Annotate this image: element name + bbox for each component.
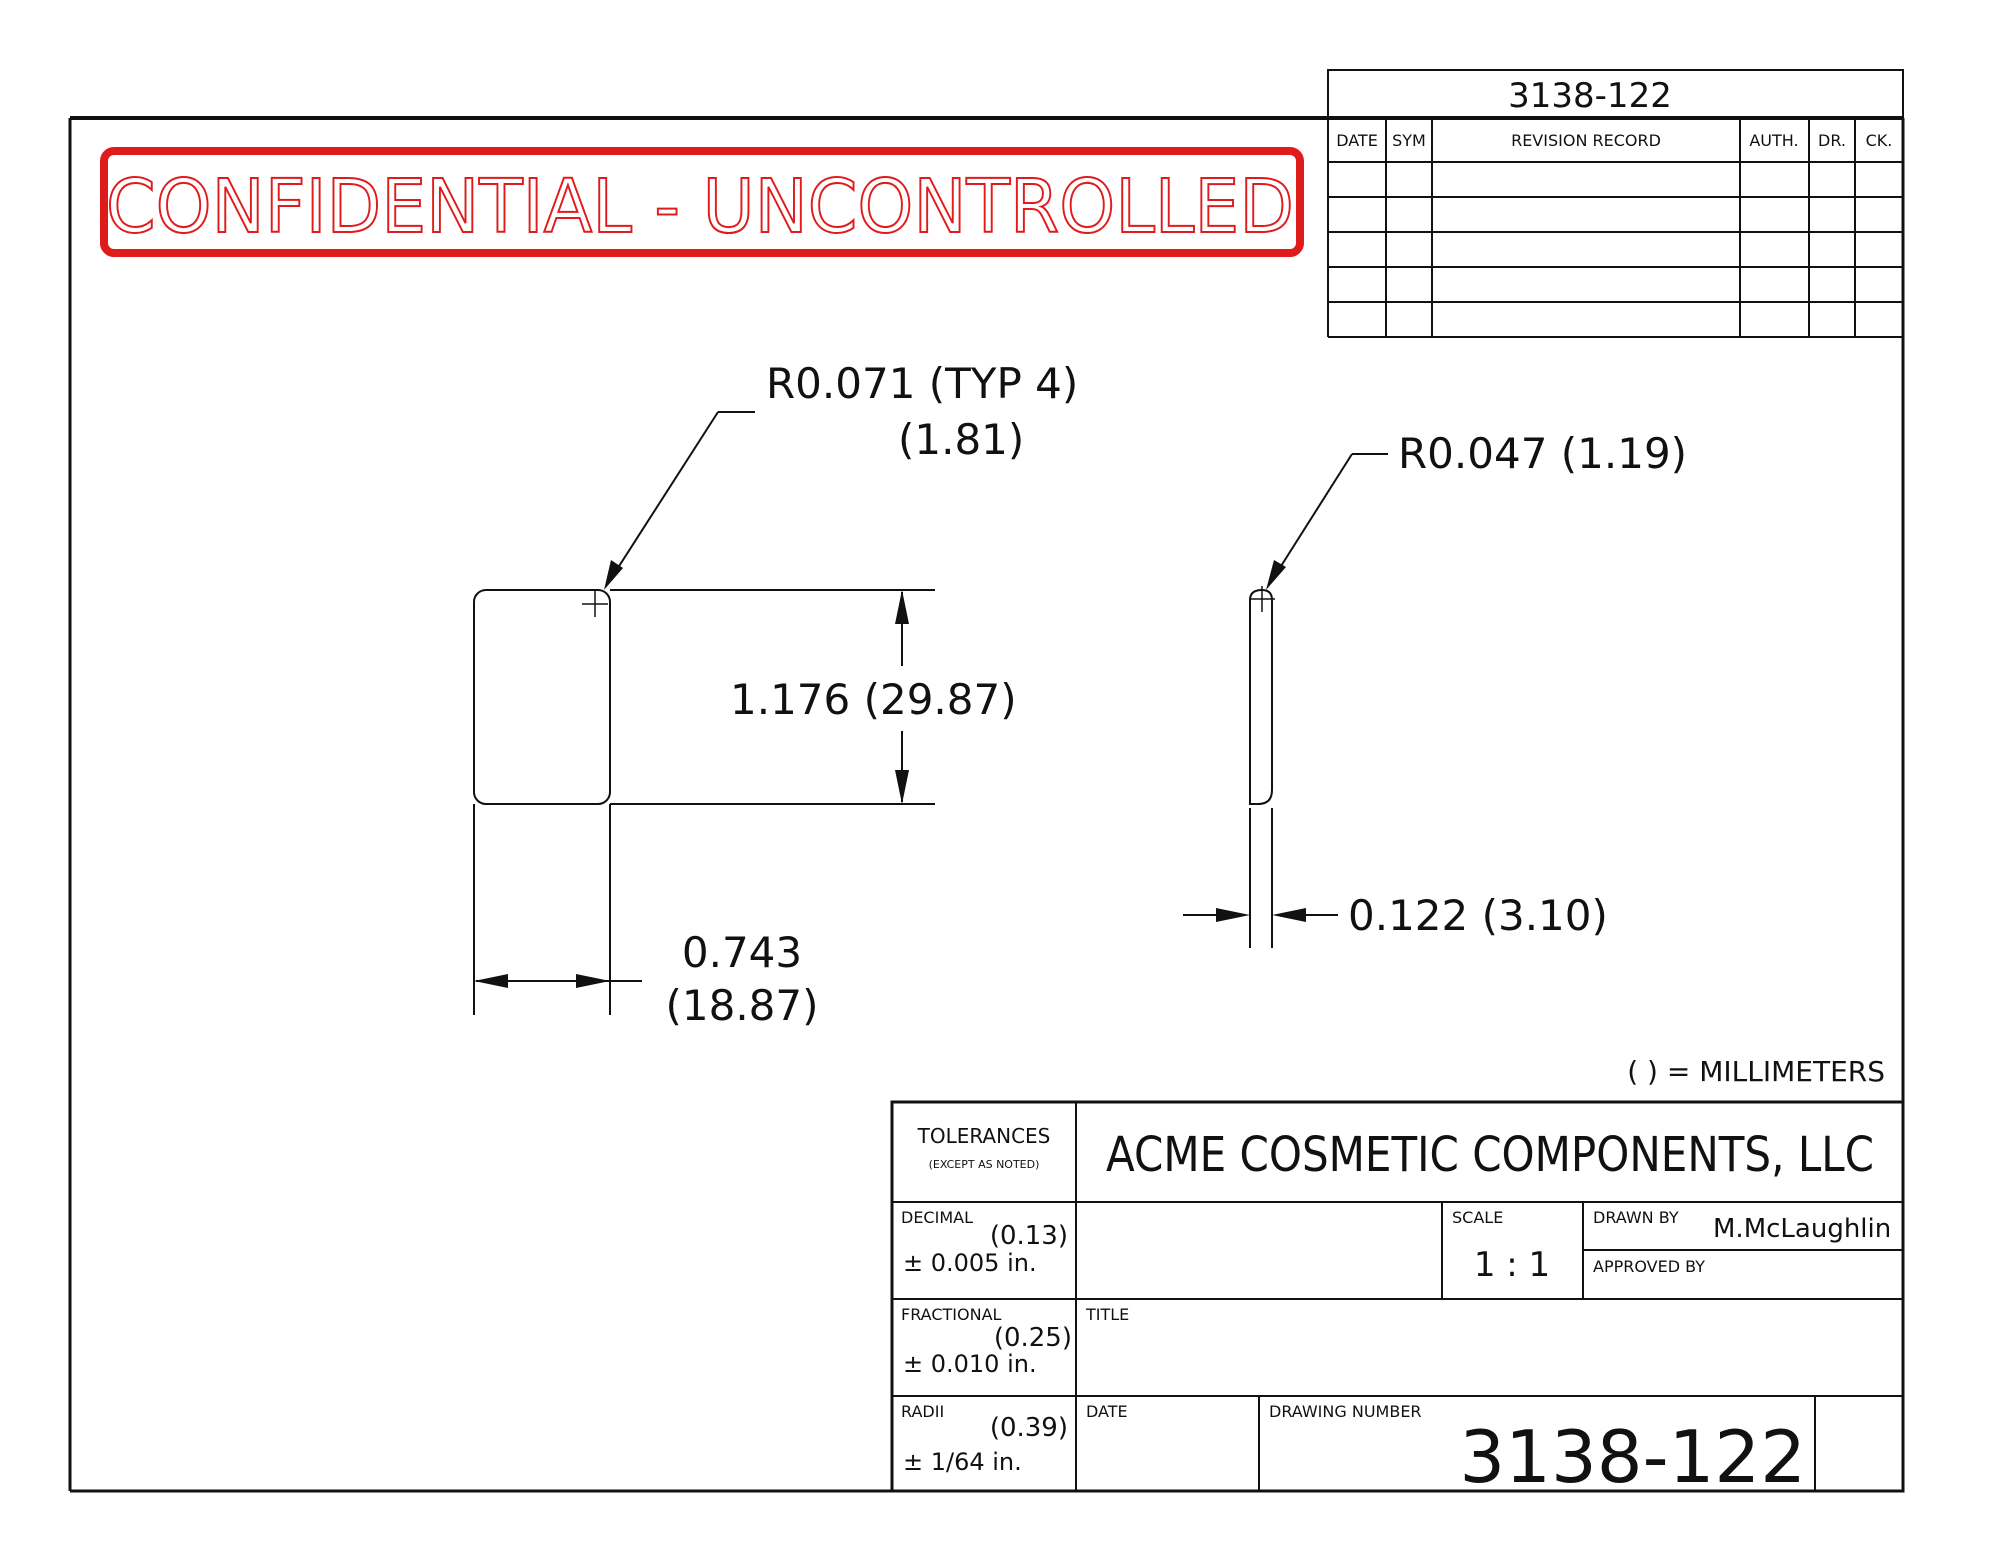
thickness-dimension: 0.122 (3.10) [1348,891,1608,940]
tolerances-label: TOLERANCES [917,1124,1051,1148]
side-view: 0.122 (3.10) R0.047 (1.19) [1183,429,1687,948]
height-dimension: 1.176 (29.87) [730,675,1017,724]
front-view-outline [473,589,611,805]
title-block: TOLERANCES (EXCEPT AS NOTED) ACME COSMET… [890,1100,1905,1499]
top-drawing-number: 3138-122 [1508,76,1672,116]
approved-by-label: APPROVED BY [1593,1257,1705,1276]
drawing-border [68,116,1905,1493]
radii-mm: (0.39) [990,1413,1068,1443]
confidential-text: CONFIDENTIAL - UNCONTROLLED [106,164,1294,250]
scale-label: SCALE [1452,1208,1503,1227]
radius-a-dimension-mm: (1.81) [898,415,1024,464]
fractional-mm: (0.25) [994,1323,1072,1353]
radius-b-dimension: R0.047 (1.19) [1398,429,1687,478]
fractional-label: FRACTIONAL [901,1305,1002,1324]
side-view-outline [1249,588,1273,805]
width-dimension-mm: (18.87) [665,981,818,1030]
rev-header-sym: SYM [1392,131,1426,150]
confidential-stamp: CONFIDENTIAL - UNCONTROLLED [100,147,1304,257]
decimal-value: ± 0.005 in. [903,1249,1037,1277]
rev-header-auth: AUTH. [1749,131,1798,150]
units-note: ( ) = MILLIMETERS [1627,1055,1885,1088]
width-dimension-inch: 0.743 [682,928,802,977]
company-name: ACME COSMETIC COMPONENTS, LLC [1106,1127,1874,1183]
radii-label: RADII [901,1402,944,1421]
revision-block: 3138-122 DATE SYM REVISION RECORD AUTH. … [1327,69,1904,338]
decimal-mm: (0.13) [990,1221,1068,1251]
radii-value: ± 1/64 in. [903,1448,1022,1476]
decimal-label: DECIMAL [901,1208,973,1227]
radius-a-dimension: R0.071 (TYP 4) [766,359,1078,408]
fractional-value: ± 0.010 in. [903,1350,1037,1378]
front-view: 1.176 (29.87) 0.743 (18.87) R0.071 (TYP … [473,359,1078,1030]
drawn-by-value: M.McLaughlin [1713,1214,1891,1244]
rev-header-record: REVISION RECORD [1511,131,1661,150]
drawing-number: 3138-122 [1459,1415,1806,1499]
drawn-by-label: DRAWN BY [1593,1208,1679,1227]
date-label: DATE [1086,1402,1128,1421]
scale-value: 1 : 1 [1474,1245,1550,1285]
rev-header-dr: DR. [1818,131,1846,150]
rev-header-date: DATE [1336,131,1378,150]
drawing-number-label: DRAWING NUMBER [1269,1402,1422,1421]
rev-header-ck: CK. [1866,131,1893,150]
tolerances-sub: (EXCEPT AS NOTED) [929,1158,1040,1171]
title-label: TITLE [1085,1305,1129,1324]
